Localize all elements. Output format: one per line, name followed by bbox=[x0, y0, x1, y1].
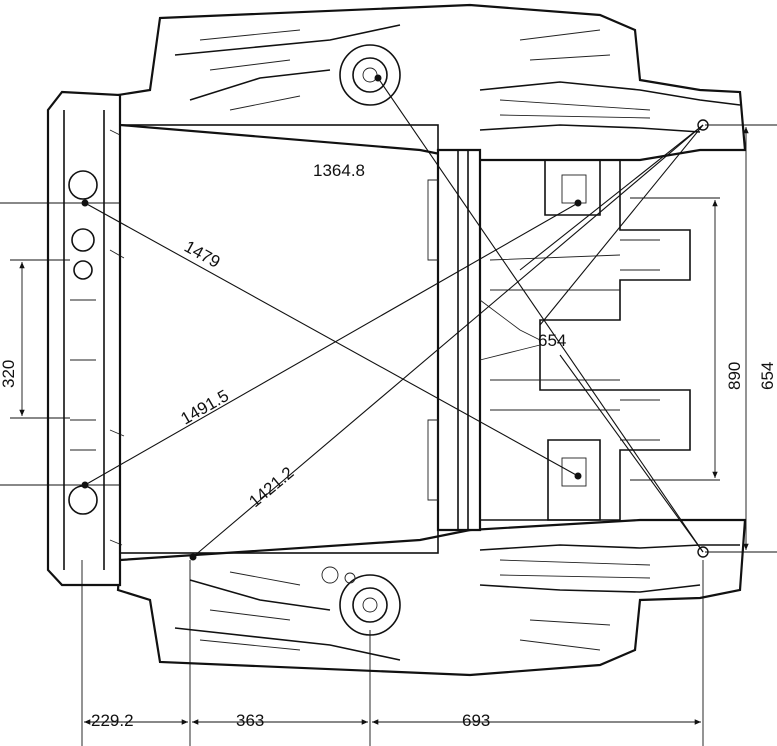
line-1364-8 bbox=[377, 77, 704, 553]
line-1421-2 bbox=[192, 124, 704, 558]
label-dim-229-2: 229.2 bbox=[91, 711, 134, 730]
dimension-labels: 320 890 654 229.2 363 693 bbox=[0, 360, 777, 730]
label-dim-320: 320 bbox=[0, 360, 18, 388]
line-1479 bbox=[84, 202, 579, 477]
label-1479: 1479 bbox=[181, 237, 223, 272]
label-1364-8: 1364.8 bbox=[313, 161, 365, 180]
bottom-rail-assembly bbox=[116, 518, 747, 677]
dimension-lines bbox=[0, 124, 777, 746]
label-dim-693: 693 bbox=[462, 711, 490, 730]
line-1491-5 bbox=[84, 202, 579, 486]
label-654-diagonal: 654 bbox=[538, 331, 566, 350]
rear-floor bbox=[479, 159, 691, 521]
label-dim-654: 654 bbox=[758, 362, 777, 390]
front-frame bbox=[46, 90, 122, 587]
center-tunnel bbox=[436, 148, 482, 532]
line-654-lower bbox=[559, 354, 704, 553]
label-dim-890: 890 bbox=[725, 362, 744, 390]
chassis-drawing bbox=[46, 3, 747, 677]
top-rail-assembly bbox=[116, 3, 747, 162]
measurement-labels: 1364.8 1479 1491.5 1421.2 654 bbox=[178, 161, 567, 511]
line-654-upper bbox=[539, 124, 704, 326]
measurement-lines bbox=[84, 77, 704, 558]
label-1421-2: 1421.2 bbox=[245, 463, 297, 511]
label-1491-5: 1491.5 bbox=[178, 386, 233, 428]
label-dim-363: 363 bbox=[236, 711, 264, 730]
line-cross-upper bbox=[519, 124, 704, 271]
